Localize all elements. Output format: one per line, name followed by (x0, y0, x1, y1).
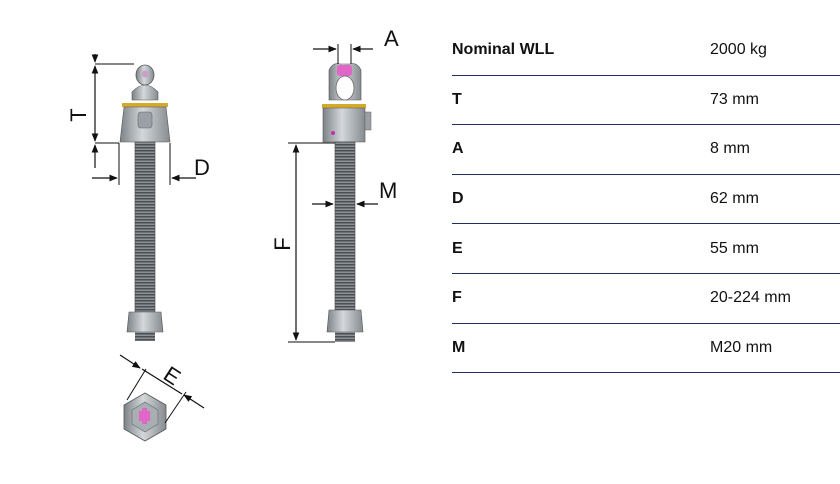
dimension-d (92, 143, 196, 185)
spec-value: 20-224 mm (710, 273, 840, 324)
spec-row: D 62 mm (452, 174, 840, 225)
spec-row: A 8 mm (452, 124, 840, 175)
spec-row: E 55 mm (452, 223, 840, 274)
label-d: D (194, 155, 210, 180)
label-m: M (379, 178, 397, 203)
spec-label: A (452, 124, 710, 175)
spec-table: Nominal WLL 2000 kg T 73 mm A 8 mm D 62 … (452, 26, 840, 374)
spec-row: Nominal WLL 2000 kg (452, 26, 840, 76)
label-t: T (66, 108, 91, 121)
dimension-f (288, 142, 335, 343)
label-a: A (384, 26, 399, 51)
spec-value: 62 mm (710, 174, 840, 225)
left-eyebolt (119, 64, 171, 341)
spec-value: 73 mm (710, 75, 840, 126)
spec-row: T 73 mm (452, 75, 840, 126)
label-e: E (159, 361, 185, 390)
spec-row: M M20 mm (452, 323, 840, 374)
spec-label: D (452, 174, 710, 225)
top-view-hex (123, 392, 167, 442)
right-eyebolt (322, 63, 372, 342)
spec-value: 8 mm (710, 124, 840, 175)
spec-value: 2000 kg (710, 26, 840, 76)
spec-label: M (452, 323, 710, 374)
spec-value: M20 mm (710, 323, 840, 374)
spec-value: 55 mm (710, 223, 840, 274)
spec-label: E (452, 223, 710, 274)
spec-row: F 20-224 mm (452, 273, 840, 324)
spec-label: Nominal WLL (452, 26, 710, 76)
product-drawing: T D A M F (66, 26, 399, 442)
spec-label: F (452, 273, 710, 324)
dimension-e (119, 354, 205, 424)
dimension-t (91, 54, 134, 168)
dimension-a (313, 44, 373, 64)
spec-label: T (452, 75, 710, 126)
label-f: F (270, 237, 295, 250)
